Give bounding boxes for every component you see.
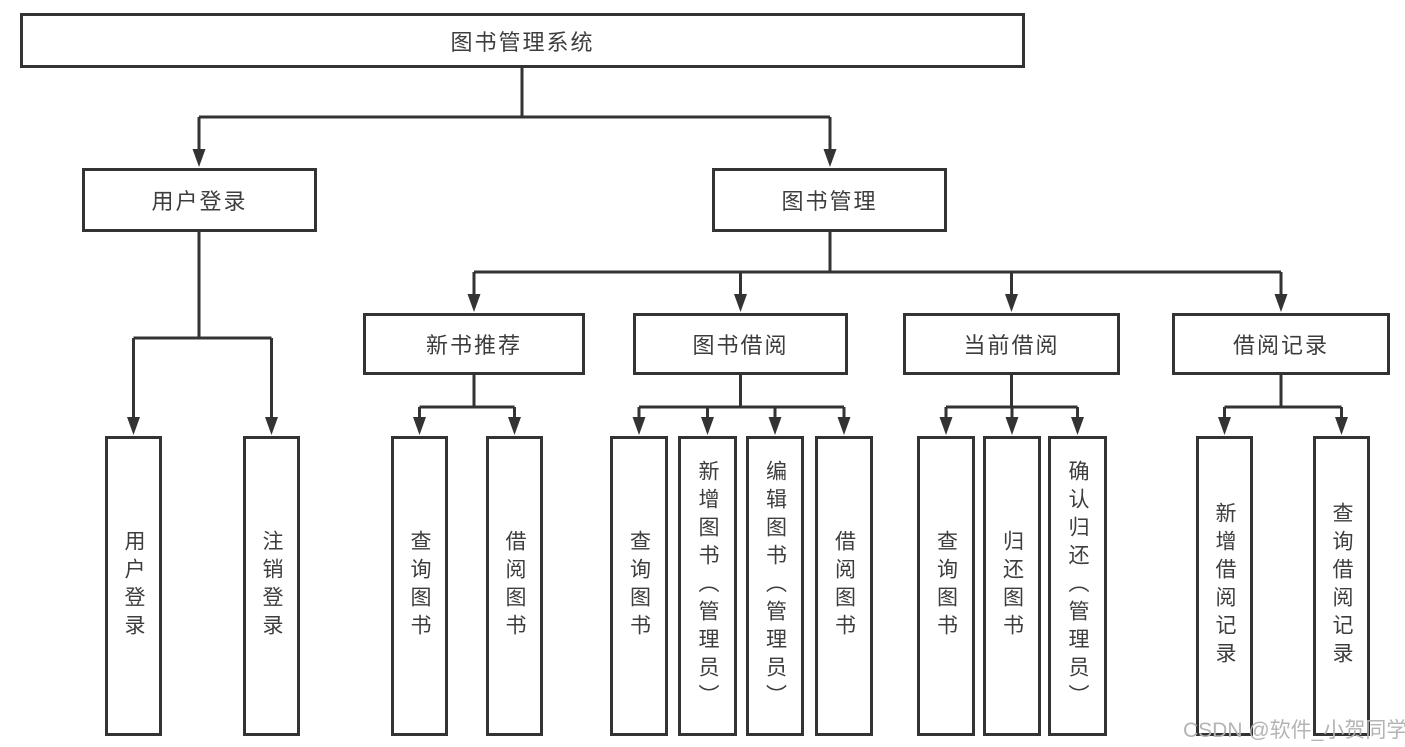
node-label: 借阅图书	[503, 530, 526, 642]
node-leaf-query-books-2: 查询图书	[610, 436, 668, 736]
node-leaf-user-login: 用户登录	[105, 436, 162, 736]
connector-root-to-level2	[192, 68, 837, 167]
node-label: 图书管理	[781, 189, 878, 214]
node-label: 用户登录	[122, 530, 145, 642]
node-new-book-recommend: 新书推荐	[363, 313, 585, 375]
node-library-management-system: 图书管理系统	[20, 13, 1025, 68]
node-leaf-add-books-admin: 新增图书（管理员）	[678, 436, 737, 736]
node-label: 编辑图书（管理员）	[763, 460, 787, 712]
node-label: 借阅记录	[1232, 333, 1329, 358]
node-label: 用户登录	[151, 189, 248, 214]
node-leaf-borrow-books-2: 借阅图书	[815, 436, 873, 736]
node-leaf-add-borrow-record: 新增借阅记录	[1196, 436, 1253, 736]
connector-book-management-sections	[467, 232, 1288, 312]
node-label: 查询图书	[934, 530, 958, 642]
connector-borrow-records-children	[1218, 375, 1348, 435]
node-current-borrow: 当前借阅	[903, 313, 1120, 375]
node-leaf-return-books: 归还图书	[983, 436, 1041, 736]
node-label: 图书管理系统	[450, 29, 595, 55]
node-label: 借阅图书	[832, 530, 856, 642]
node-label: 注销登录	[260, 530, 283, 642]
node-label: 查询借阅记录	[1330, 502, 1353, 670]
connector-book-borrow-children	[632, 375, 851, 435]
connector-new-book-recommend-children	[413, 375, 521, 435]
node-label: 归还图书	[1000, 530, 1024, 642]
node-book-management: 图书管理	[712, 168, 947, 232]
node-label: 查询图书	[408, 530, 431, 642]
node-leaf-borrow-books-1: 借阅图书	[486, 436, 543, 736]
node-user-login: 用户登录	[82, 168, 317, 232]
node-label: 当前借阅	[963, 333, 1060, 358]
node-leaf-edit-books-admin: 编辑图书（管理员）	[746, 436, 804, 736]
watermark: CSDN @软件_小贺同学	[1183, 719, 1405, 742]
node-label: 新增借阅记录	[1213, 502, 1236, 670]
node-label: 图书借阅	[692, 333, 789, 358]
node-label: 确认归还（管理员）	[1066, 460, 1089, 712]
node-label: 新书推荐	[425, 333, 522, 358]
node-borrow-records: 借阅记录	[1172, 313, 1390, 375]
node-leaf-confirm-return-admin: 确认归还（管理员）	[1048, 436, 1107, 736]
node-label: 查询图书	[627, 530, 651, 642]
node-leaf-logout: 注销登录	[243, 436, 300, 736]
node-book-borrow: 图书借阅	[633, 313, 848, 375]
node-label: 新增图书（管理员）	[696, 460, 719, 712]
connector-user-login-children	[127, 232, 278, 435]
node-leaf-query-borrow-record: 查询借阅记录	[1313, 436, 1370, 736]
node-leaf-query-books-1: 查询图书	[391, 436, 448, 736]
node-leaf-query-books-3: 查询图书	[917, 436, 975, 736]
connector-current-borrow-children	[939, 375, 1084, 435]
